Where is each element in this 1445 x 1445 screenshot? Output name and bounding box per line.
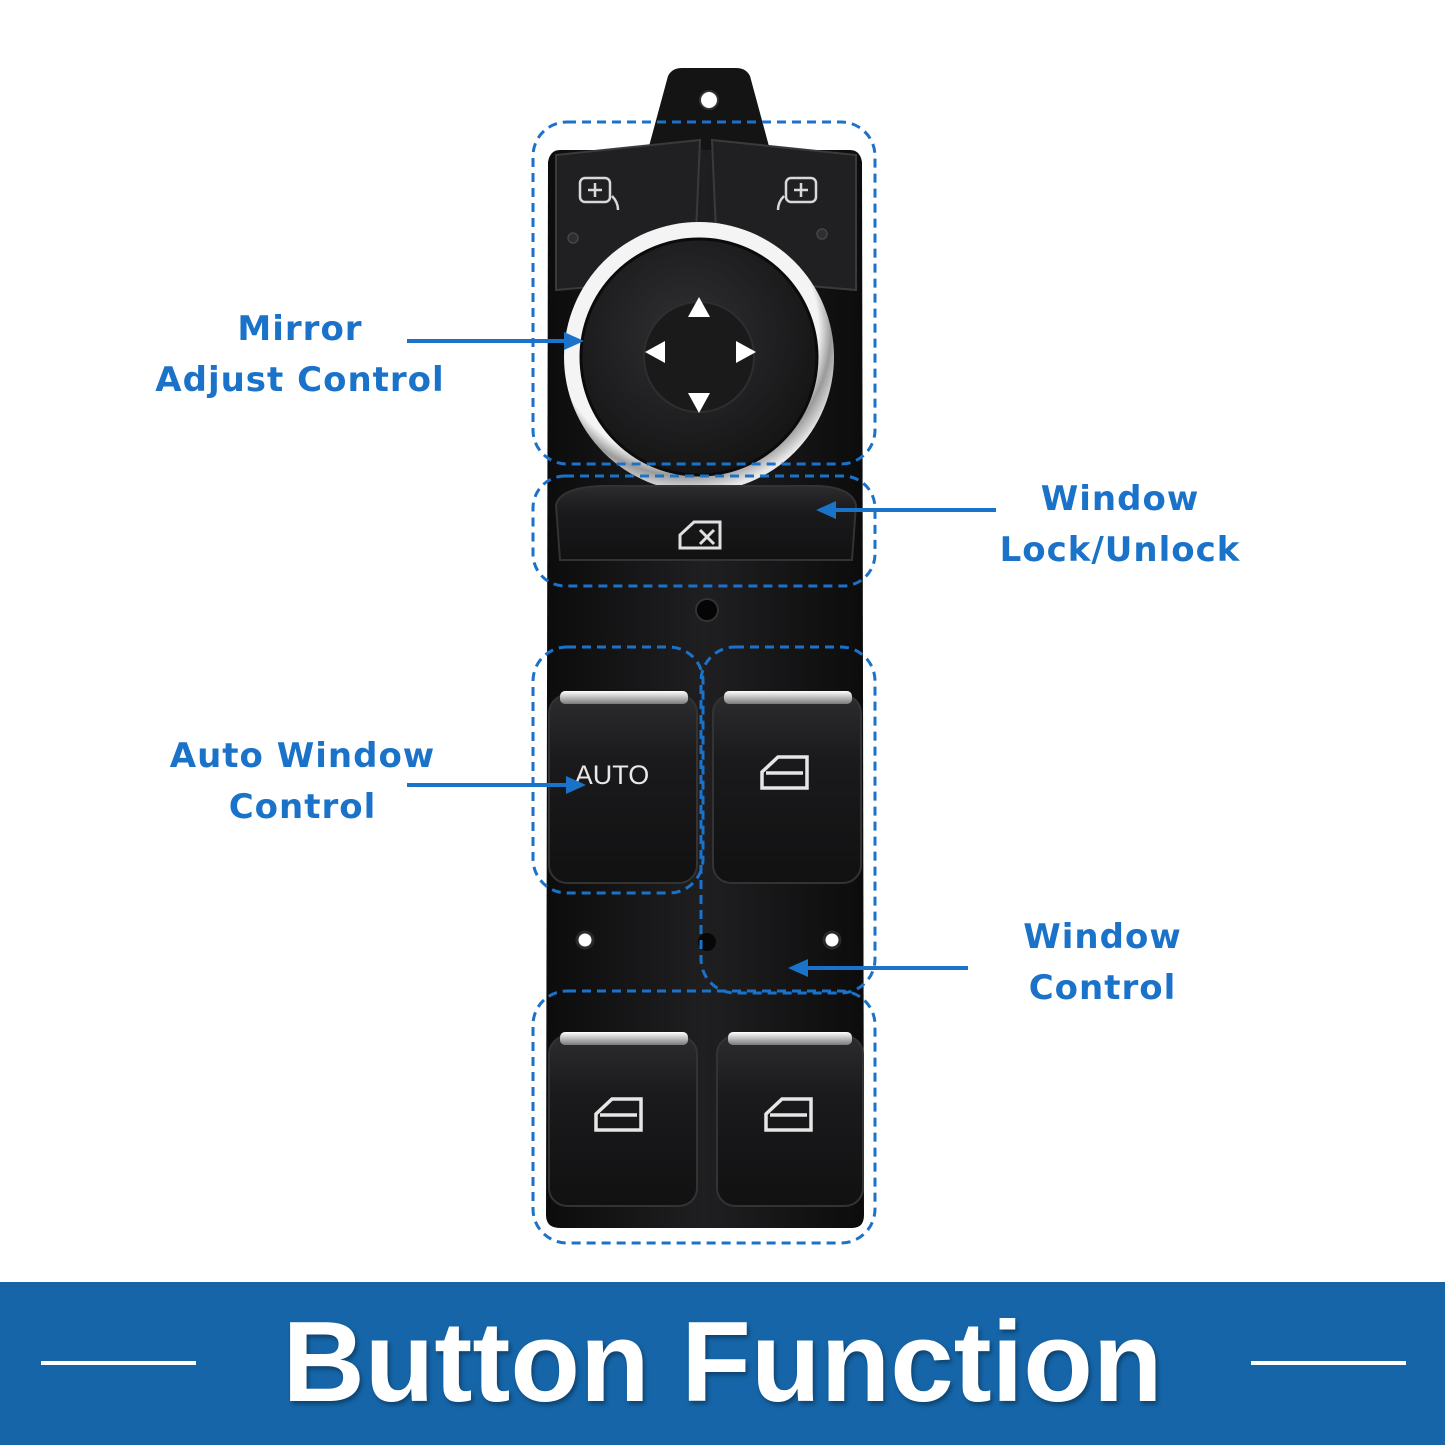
arrow-right-icon bbox=[736, 341, 756, 363]
mirror-select-icon bbox=[578, 176, 620, 211]
window-callout-line2: Control bbox=[1028, 968, 1177, 1008]
window-callout-label: Window Control bbox=[985, 912, 1220, 1014]
window-lock-icon bbox=[678, 520, 722, 550]
arrow-left-icon bbox=[645, 341, 665, 363]
window-button-rear-right[interactable] bbox=[716, 1035, 864, 1207]
indicator-dot bbox=[816, 228, 828, 240]
rear-window-area-outline bbox=[531, 989, 877, 1245]
auto-button-label: AUTO bbox=[575, 760, 650, 790]
window-icon bbox=[594, 1097, 643, 1132]
screw-hole bbox=[822, 930, 842, 950]
auto-window-callout-arrow bbox=[407, 776, 586, 794]
arrow-up-icon bbox=[688, 297, 710, 317]
mirror-callout-line1: Mirror bbox=[237, 309, 363, 349]
mirror-callout-arrow bbox=[407, 332, 584, 350]
mounting-hole bbox=[699, 90, 719, 110]
light-sensor bbox=[695, 598, 719, 622]
window-icon bbox=[760, 755, 809, 790]
banner-rule-left bbox=[41, 1361, 196, 1365]
chrome-trim bbox=[728, 1032, 852, 1045]
window-icon bbox=[764, 1097, 813, 1132]
auto-window-callout-line1: Auto Window bbox=[169, 736, 436, 776]
lock-callout-label: Window Lock/Unlock bbox=[975, 474, 1265, 576]
lock-callout-arrow bbox=[816, 501, 996, 519]
window-area-outline bbox=[699, 645, 877, 995]
auto-window-area-outline bbox=[531, 645, 705, 895]
window-button-rear-left[interactable] bbox=[548, 1035, 698, 1207]
window-callout-arrow bbox=[788, 959, 968, 977]
window-switch-panel: AUTO bbox=[407, 68, 996, 1245]
mirror-callout-line2: Adjust Control bbox=[155, 360, 445, 400]
banner-title: Button Function bbox=[282, 1299, 1163, 1426]
mirror-callout-label: Mirror Adjust Control bbox=[140, 304, 460, 406]
chrome-trim bbox=[724, 691, 852, 704]
banner-rule-right bbox=[1251, 1361, 1406, 1365]
mirror-select-icon bbox=[776, 176, 818, 211]
screw-hole bbox=[575, 930, 595, 950]
window-callout-line1: Window bbox=[1023, 917, 1182, 957]
chrome-trim bbox=[560, 691, 688, 704]
arrow-down-icon bbox=[688, 393, 710, 413]
auto-window-callout-line2: Control bbox=[228, 787, 377, 827]
chrome-trim bbox=[560, 1032, 688, 1045]
lock-area-outline bbox=[531, 474, 877, 588]
indicator-dot bbox=[567, 232, 579, 244]
auto-window-callout-label: Auto Window Control bbox=[150, 731, 455, 833]
lock-callout-line2: Lock/Unlock bbox=[999, 530, 1241, 570]
title-banner: Button Function bbox=[0, 1282, 1445, 1445]
lock-callout-line1: Window bbox=[1040, 479, 1200, 519]
mirror-area-outline bbox=[531, 120, 877, 466]
